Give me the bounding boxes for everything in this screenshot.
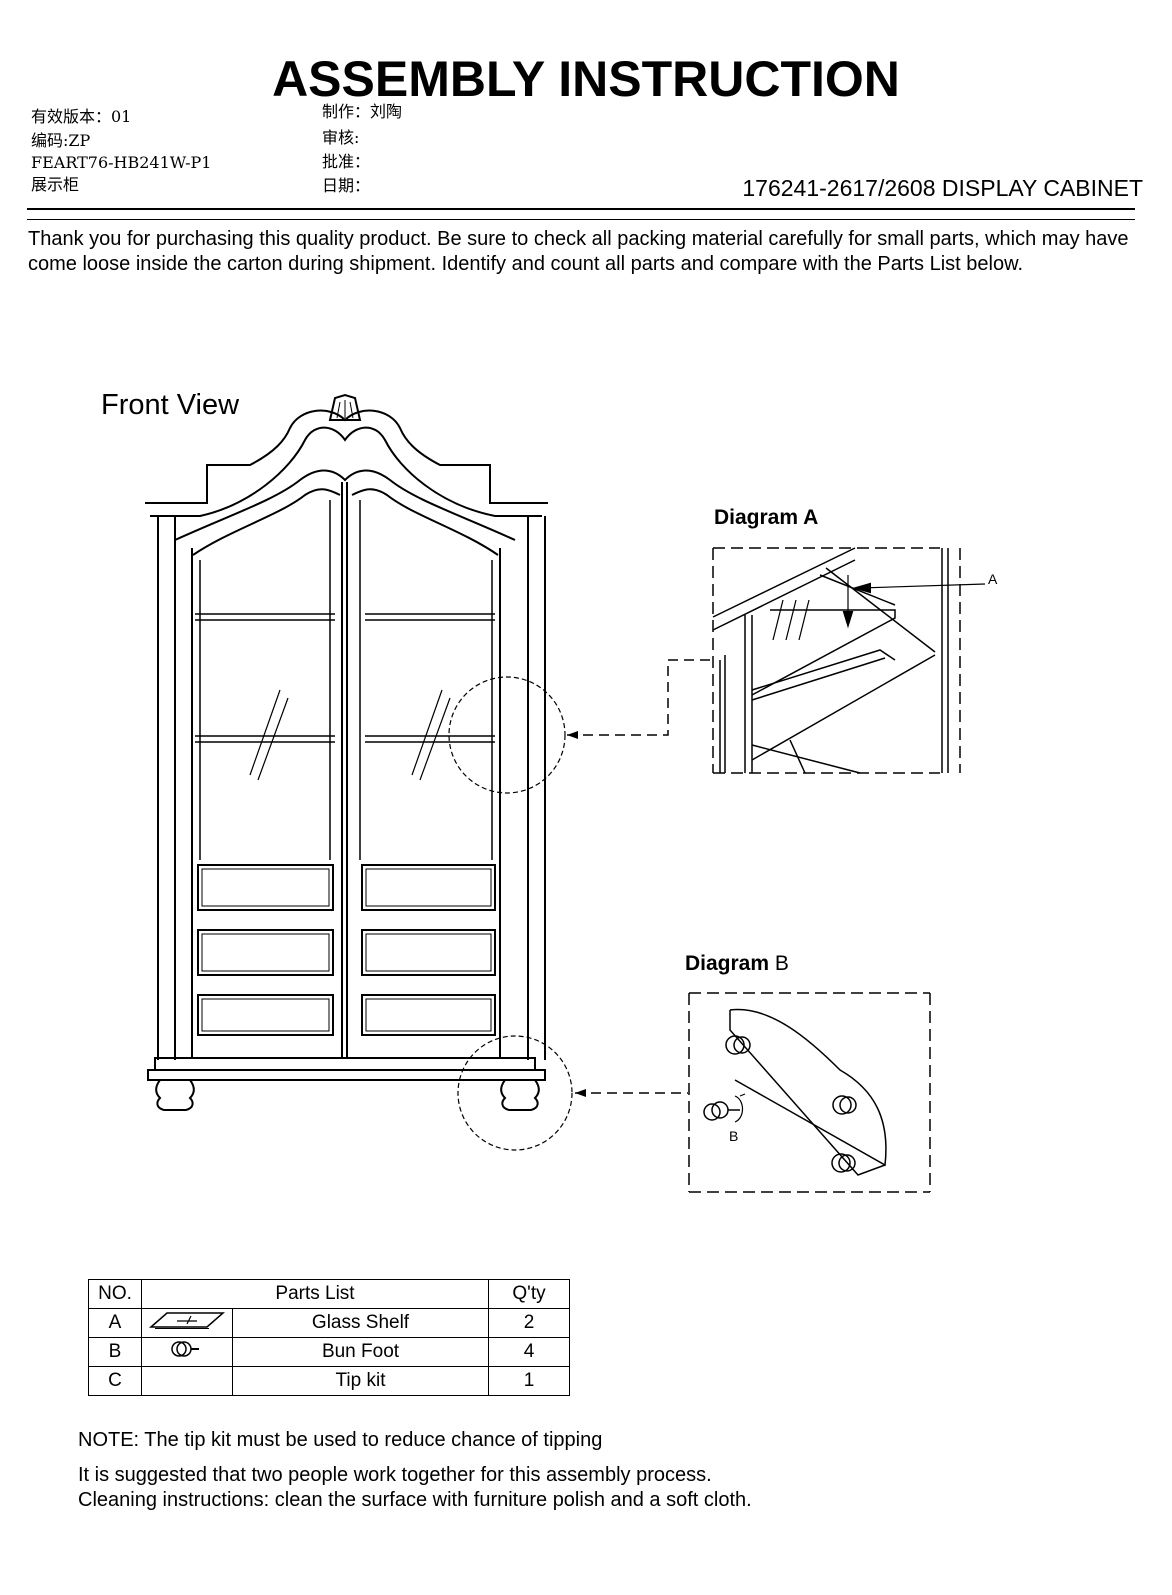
meta-approver: 批准： — [322, 152, 371, 171]
row-no: A — [88, 1308, 142, 1338]
detail-circle-a — [448, 676, 566, 794]
meta-name: 展示柜 — [31, 175, 80, 194]
meta-version: 有效版本：01 — [31, 107, 132, 126]
diagram-b-title-rest: B — [769, 952, 789, 975]
meta-maker: 制作：刘陶 — [322, 102, 403, 121]
table-row: B Bun Foot 4 — [88, 1337, 570, 1367]
parts-table: NO. Parts List Q'ty A Glass Shelf 2 B Bu… — [88, 1279, 570, 1396]
empty-icon-cell — [141, 1366, 233, 1396]
meta-model: FEART76-HB241W-P1 — [31, 153, 212, 172]
product-name: 176241-2617/2608 DISPLAY CABINET — [742, 175, 1143, 201]
part-qty: 2 — [488, 1308, 570, 1338]
part-qty: 4 — [488, 1337, 570, 1367]
part-name: Glass Shelf — [232, 1308, 489, 1338]
intro-paragraph: Thank you for purchasing this quality pr… — [28, 228, 1129, 275]
row-no: B — [88, 1337, 142, 1367]
meta-code: 编码:ZP — [31, 131, 91, 150]
meta-middle: 制作：刘陶 审核: 批准： 日期： — [322, 103, 402, 195]
meta-reviewer: 审核: — [322, 128, 360, 147]
cleaning-note: Cleaning instructions: clean the surface… — [78, 1489, 752, 1511]
diagram-b-callout: B — [729, 1128, 739, 1144]
bun-foot-icon — [141, 1337, 233, 1367]
diagram-b-title: Diagram B — [685, 952, 789, 976]
row-no: C — [88, 1366, 142, 1396]
table-row: A Glass Shelf 2 — [88, 1308, 570, 1338]
diagram-a-title: Diagram A — [714, 506, 819, 529]
diagram-b-drawing — [688, 992, 931, 1193]
table-row: C Tip kit 1 — [88, 1366, 570, 1396]
diagram-b-title-bold: Diagram — [685, 952, 770, 975]
cabinet-front-view — [145, 393, 548, 1111]
header-qty: Q'ty — [488, 1279, 570, 1309]
part-qty: 1 — [488, 1366, 570, 1396]
meta-date: 日期： — [322, 176, 371, 195]
front-view-label: Front View — [101, 389, 240, 421]
glass-shelf-icon — [141, 1308, 233, 1338]
diagram-a-callout: A — [988, 571, 998, 587]
part-name: Bun Foot — [232, 1337, 489, 1367]
assembly-note: It is suggested that two people work tog… — [78, 1464, 712, 1486]
header-divider-thin — [27, 219, 1135, 220]
detail-circle-b — [457, 1035, 573, 1151]
header-parts-list: Parts List — [141, 1279, 489, 1309]
parts-table-header: NO. Parts List Q'ty — [88, 1279, 570, 1309]
document-title: ASSEMBLY INSTRUCTION — [272, 51, 900, 107]
header-no: NO. — [88, 1279, 142, 1309]
diagram-a-drawing — [712, 547, 986, 774]
meta-left: 有效版本：01 编码:ZP FEART76-HB241W-P1 展示柜 — [31, 108, 211, 194]
part-name: Tip kit — [232, 1366, 489, 1396]
tip-kit-note: NOTE: The tip kit must be used to reduce… — [78, 1429, 603, 1451]
header-divider — [27, 208, 1135, 210]
